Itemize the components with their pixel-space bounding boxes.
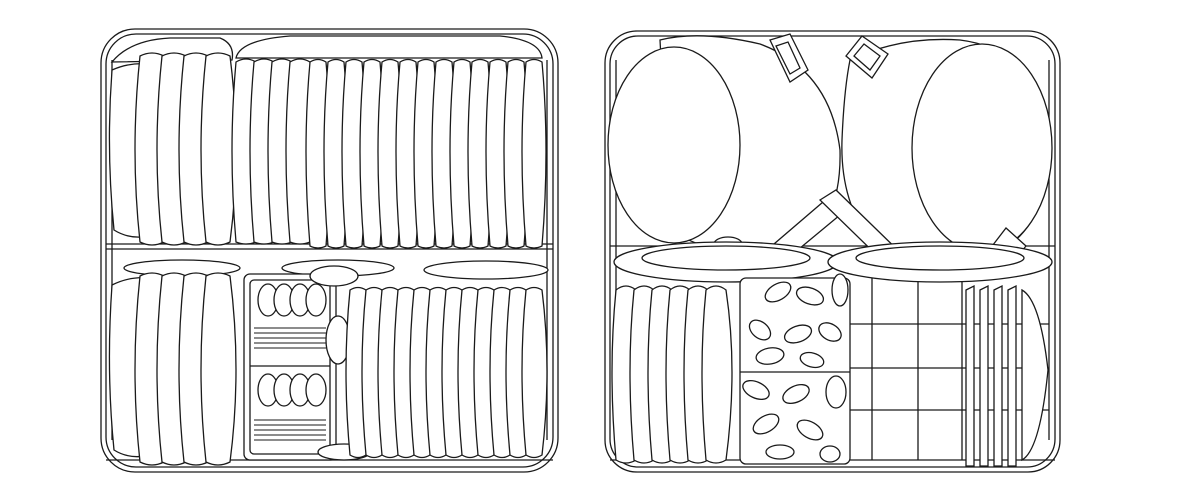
left-upper-plates-group-b [231,58,547,249]
left-rack [100,28,559,473]
right-lower-upright-plates [965,284,1049,467]
left-upper-plates-group-a [108,52,237,246]
right-plate-b [827,241,1053,283]
left-cutlery-basket [243,265,371,461]
left-mid-plate-c [423,260,549,280]
right-rack [604,30,1061,473]
left-lower-plates-group-b [345,286,548,459]
right-lower-plates [611,285,733,464]
left-top-rim-b [235,35,543,59]
right-pot-right [841,35,1053,269]
right-pot-left [607,33,841,254]
left-lower-plates-group-a [108,272,237,466]
right-cutlery-basket [739,273,851,465]
